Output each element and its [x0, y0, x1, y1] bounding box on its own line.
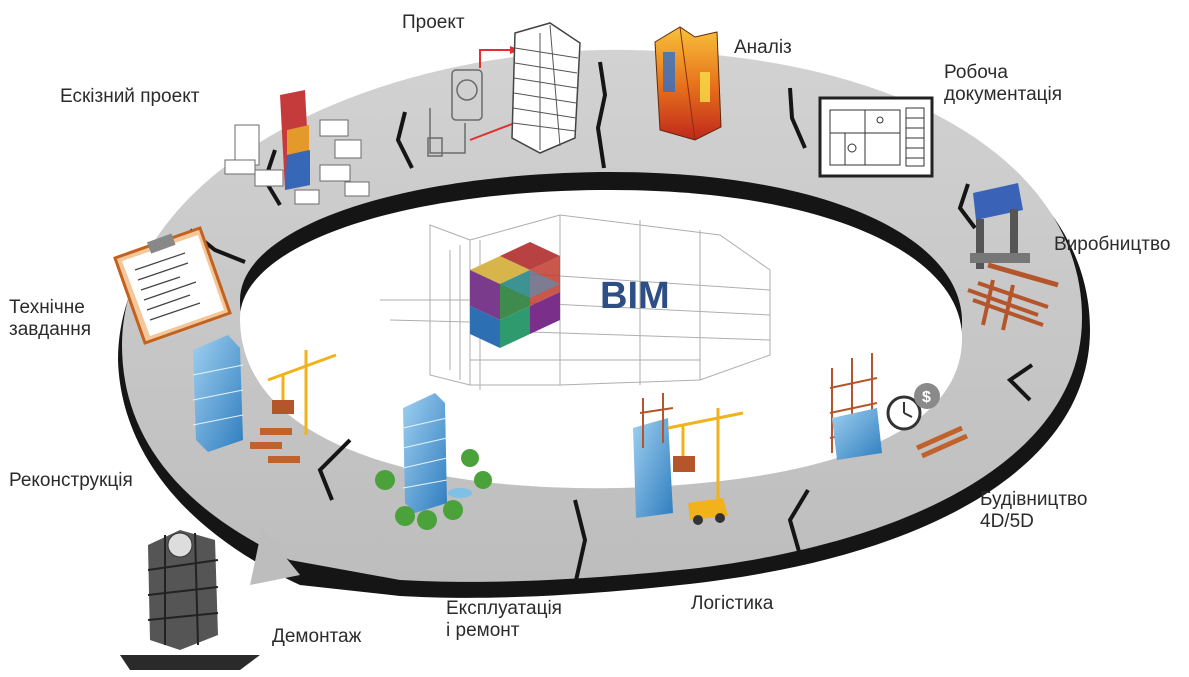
- label-demolition: Демонтаж: [272, 626, 362, 647]
- brief-clipboard-icon: [113, 226, 232, 345]
- label-manufacturing: Виробництво: [1054, 234, 1171, 255]
- analysis-heatmap-tower-icon: [654, 26, 722, 141]
- label-logistics: Логістика: [691, 593, 774, 614]
- label-concept-design: Ескізний проект: [60, 86, 200, 107]
- label-operation-repair: Експлуатація і ремонт: [446, 598, 562, 641]
- operation-building-park-icon: [375, 393, 492, 530]
- bim-cube-logo-icon: [470, 242, 560, 348]
- svg-text:$: $: [922, 389, 931, 406]
- design-tower-icon: [427, 22, 581, 157]
- building-sketch-background: [380, 214, 771, 390]
- construction-4d5d-icon: $: [829, 353, 969, 460]
- manufacturing-press-icon: [967, 183, 1059, 331]
- label-construction-4d5d: Будівництво 4D/5D: [980, 489, 1088, 532]
- logistics-crane-icon: [633, 393, 744, 525]
- bim-title: BIM: [600, 275, 670, 317]
- label-design: Проект: [402, 12, 465, 33]
- lifecycle-ring: [118, 49, 1090, 598]
- label-reconstruction: Реконструкція: [9, 470, 133, 491]
- label-working-docs: Робоча документація: [944, 62, 1063, 105]
- label-analysis: Аналіз: [734, 37, 792, 58]
- concept-design-buildings-icon: [224, 90, 370, 205]
- reconstruction-crane-icon: [192, 335, 337, 463]
- working-drawing-sheet-icon: [818, 96, 934, 178]
- label-technical-brief: Технічне завдання: [9, 297, 92, 340]
- ring-tail: [250, 528, 300, 585]
- demolition-ruin-icon: [120, 530, 260, 670]
